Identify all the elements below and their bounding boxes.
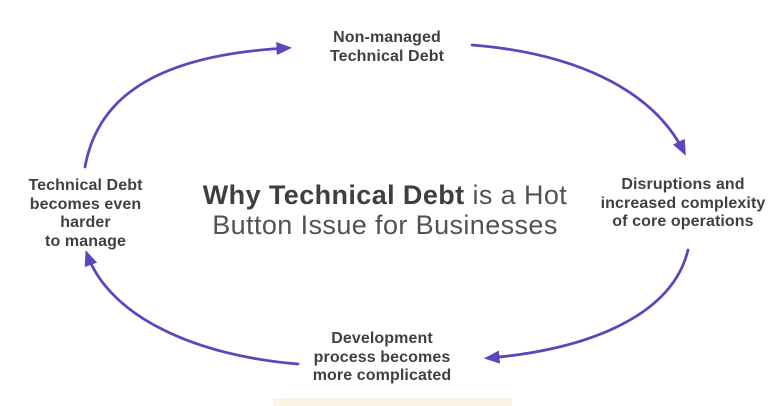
arrow-top-to-right xyxy=(470,43,686,156)
diagram-title-bold-text: Why Technical Debt xyxy=(202,180,465,210)
node-disruptions-core-operations: Disruptions and increased complexity of … xyxy=(600,176,766,230)
diagram-title-line2: Button Issue for Businesses xyxy=(212,210,558,240)
arrow-right-to-bottom xyxy=(483,248,690,364)
bottom-accent-bar xyxy=(273,398,512,406)
diagram-title: Why Technical Debt is a Hot Button Issue… xyxy=(185,180,585,240)
arrow-bottom-to-left xyxy=(84,250,300,366)
node-non-managed-technical-debt: Non-managed Technical Debt xyxy=(329,29,445,65)
diagram-title-line1: Why Technical Debt is a Hot xyxy=(185,180,585,210)
node-debt-harder-to-manage: Technical Debt becomes even harder to ma… xyxy=(28,177,143,250)
arrow-left-to-top xyxy=(83,42,293,169)
node-development-process-complicated: Development process becomes more complic… xyxy=(312,330,452,384)
diagram-title-regular-text: is a Hot xyxy=(464,180,568,210)
